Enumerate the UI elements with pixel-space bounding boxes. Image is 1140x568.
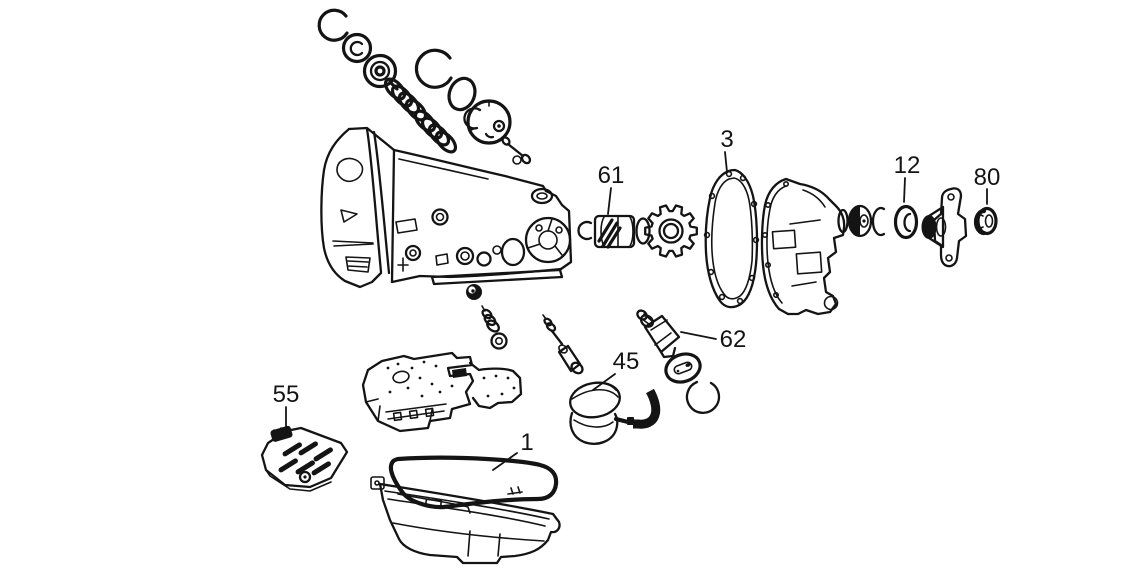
label-55: 55	[273, 381, 300, 428]
coil-spring-2-icon	[413, 109, 458, 154]
washer-icon	[490, 332, 508, 350]
output-flange-icon	[921, 187, 968, 268]
detent-pin-icon	[481, 305, 500, 333]
extension-housing-drawing	[760, 177, 849, 316]
rear-bearing-icon	[847, 204, 873, 238]
lock-nut-80-icon	[973, 206, 998, 236]
part-label-55: 55	[273, 381, 300, 408]
snap-ring-top-2-icon	[414, 48, 453, 89]
part-label-61: 61	[598, 162, 625, 189]
bolt-top-icon	[501, 136, 532, 165]
o-ring-mid-icon	[635, 217, 651, 245]
label-61: 61	[598, 162, 625, 215]
o-ring-top-icon	[447, 76, 477, 112]
oil-pan-drawing	[370, 476, 561, 565]
rear-snap-ring-icon	[871, 206, 886, 237]
valve-body-drawing	[361, 351, 523, 433]
part-label-3: 3	[720, 126, 733, 153]
seal-ring-12-icon	[893, 204, 919, 240]
label-3: 3	[720, 126, 734, 173]
check-ball-icon	[466, 284, 482, 300]
c-clip-icon	[577, 220, 593, 241]
label-12: 12	[894, 152, 921, 203]
part-label-80: 80	[974, 164, 1001, 191]
governor-shaft-icon	[542, 314, 584, 375]
label-62: 62	[680, 326, 747, 353]
pan-gasket-1-icon	[388, 455, 559, 510]
extension-gasket-3-icon	[703, 168, 760, 309]
snap-ring-top-icon	[317, 8, 349, 42]
grommet-seal-icon	[664, 352, 702, 384]
piston-top-icon	[362, 53, 399, 91]
snap-ring-lower-icon	[685, 380, 721, 414]
sprocket-icon	[644, 204, 698, 258]
filter-cylinder-61-icon	[593, 214, 636, 249]
part-label-1: 1	[520, 429, 533, 456]
label-1: 1	[492, 429, 534, 471]
part-label-45: 45	[613, 348, 640, 375]
speed-sensor-62-icon	[636, 309, 681, 359]
part-label-12: 12	[894, 152, 921, 179]
elbow-pipe-icon	[633, 388, 661, 429]
seal-ring-top-icon	[341, 32, 373, 64]
pump-plate-icon	[463, 99, 512, 145]
oil-filter-55-icon	[260, 425, 349, 492]
label-80: 80	[974, 164, 1001, 205]
vacuum-modulator-45-icon	[569, 381, 634, 445]
transmission-case-drawing	[320, 126, 573, 289]
part-label-62: 62	[720, 326, 747, 353]
label-45: 45	[592, 348, 640, 391]
